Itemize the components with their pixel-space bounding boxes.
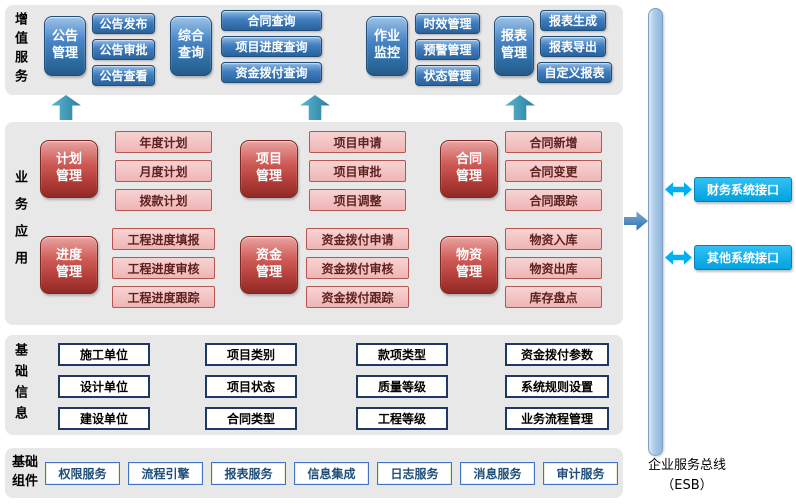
- double-arrow-icon: [665, 250, 692, 265]
- basic-info-item: 施工单位: [58, 343, 150, 366]
- basic-info-item: 工程等级: [356, 407, 448, 430]
- esb-bus-bar: [648, 8, 663, 456]
- business-sub-item: 项目调整: [309, 189, 406, 211]
- value-service-item: 报表导出: [540, 36, 606, 57]
- business-sub-item: 合同变更: [505, 160, 602, 182]
- business-sub-item: 物资入库: [505, 228, 602, 250]
- basic-info-item: 业务流程管理: [505, 407, 609, 430]
- components-band-label: 基础组件: [11, 455, 38, 489]
- basic-info-item: 项目状态: [205, 375, 297, 398]
- plan-management-button: 计划管理: [40, 140, 98, 198]
- esb-bus-caption: 企业服务总线 （ESB）: [626, 456, 748, 495]
- basic-info-item: 设计单位: [58, 375, 150, 398]
- business-sub-item: 资金拨付申请: [306, 228, 409, 250]
- business-sub-item: 工程进度审核: [112, 257, 215, 279]
- basic-info-item: 系统规则设置: [505, 375, 609, 398]
- component-item: 消息服务: [460, 462, 535, 485]
- component-item: 信息集成: [294, 462, 369, 485]
- project-management-button: 项目管理: [240, 140, 298, 198]
- up-arrow-icon: [505, 95, 535, 120]
- esb-bus-caption-line2: （ESB）: [661, 477, 713, 493]
- value-service-item: 资金拨付查询: [221, 62, 322, 83]
- material-management-button: 物资管理: [440, 236, 498, 294]
- basic-info-item: 建设单位: [58, 407, 150, 430]
- business-sub-item: 项目审批: [309, 160, 406, 182]
- business-sub-item: 拨款计划: [115, 189, 212, 211]
- business-sub-item: 年度计划: [115, 131, 212, 153]
- progress-management-button: 进度管理: [40, 236, 98, 294]
- component-item: 审计服务: [543, 462, 618, 485]
- announcement-management-button: 公告管理: [44, 16, 86, 76]
- value-service-item: 预警管理: [415, 39, 480, 60]
- double-arrow-icon: [665, 182, 692, 197]
- value-service-item: 项目进度查询: [221, 36, 322, 57]
- business-sub-item: 库存盘点: [505, 286, 602, 308]
- business-sub-item: 月度计划: [115, 160, 212, 182]
- esb-bus-caption-line1: 企业服务总线: [647, 458, 726, 473]
- finance-system-interface-box: 财务系统接口: [694, 177, 792, 202]
- business-sub-item: 工程进度跟踪: [112, 286, 215, 308]
- value-service-item: 合同查询: [221, 10, 322, 31]
- contract-management-button: 合同管理: [440, 140, 498, 198]
- value-service-item: 公告查看: [92, 65, 155, 86]
- basic-info-band-label: 基础信息: [12, 343, 27, 427]
- basic-info-item: 款项类型: [356, 343, 448, 366]
- business-sub-item: 物资出库: [505, 257, 602, 279]
- business-sub-item: 资金拨付审核: [306, 257, 409, 279]
- value-service-item: 公告发布: [92, 13, 155, 34]
- up-arrow-icon: [51, 95, 81, 120]
- business-sub-item: 合同跟踪: [505, 189, 602, 211]
- fund-management-button: 资金管理: [240, 236, 298, 294]
- basic-info-item: 合同类型: [205, 407, 297, 430]
- comprehensive-query-button: 综合查询: [170, 16, 212, 76]
- other-system-interface-box: 其他系统接口: [694, 245, 792, 270]
- value-service-item: 时效管理: [415, 13, 480, 34]
- component-item: 流程引擎: [128, 462, 203, 485]
- business-sub-item: 合同新增: [505, 131, 602, 153]
- up-arrow-icon: [300, 95, 330, 120]
- job-monitor-button: 作业监控: [366, 16, 408, 76]
- basic-info-item: 资金拨付参数: [505, 343, 609, 366]
- component-item: 日志服务: [377, 462, 452, 485]
- right-arrow-icon: [624, 211, 648, 231]
- value-service-item: 状态管理: [415, 65, 480, 86]
- business-sub-item: 资金拨付跟踪: [306, 286, 409, 308]
- value-service-item: 自定义报表: [537, 62, 612, 83]
- value-service-item: 公告审批: [92, 39, 155, 60]
- basic-info-item: 项目类别: [205, 343, 297, 366]
- value-services-band-label: 增值服务: [12, 12, 27, 88]
- basic-info-item: 质量等级: [356, 375, 448, 398]
- business-sub-item: 工程进度填报: [112, 228, 215, 250]
- report-management-button: 报表管理: [494, 16, 534, 76]
- business-band-label: 业务应用: [12, 169, 27, 278]
- component-item: 权限服务: [45, 462, 120, 485]
- value-service-item: 报表生成: [540, 10, 606, 31]
- component-item: 报表服务: [211, 462, 286, 485]
- business-sub-item: 项目申请: [309, 131, 406, 153]
